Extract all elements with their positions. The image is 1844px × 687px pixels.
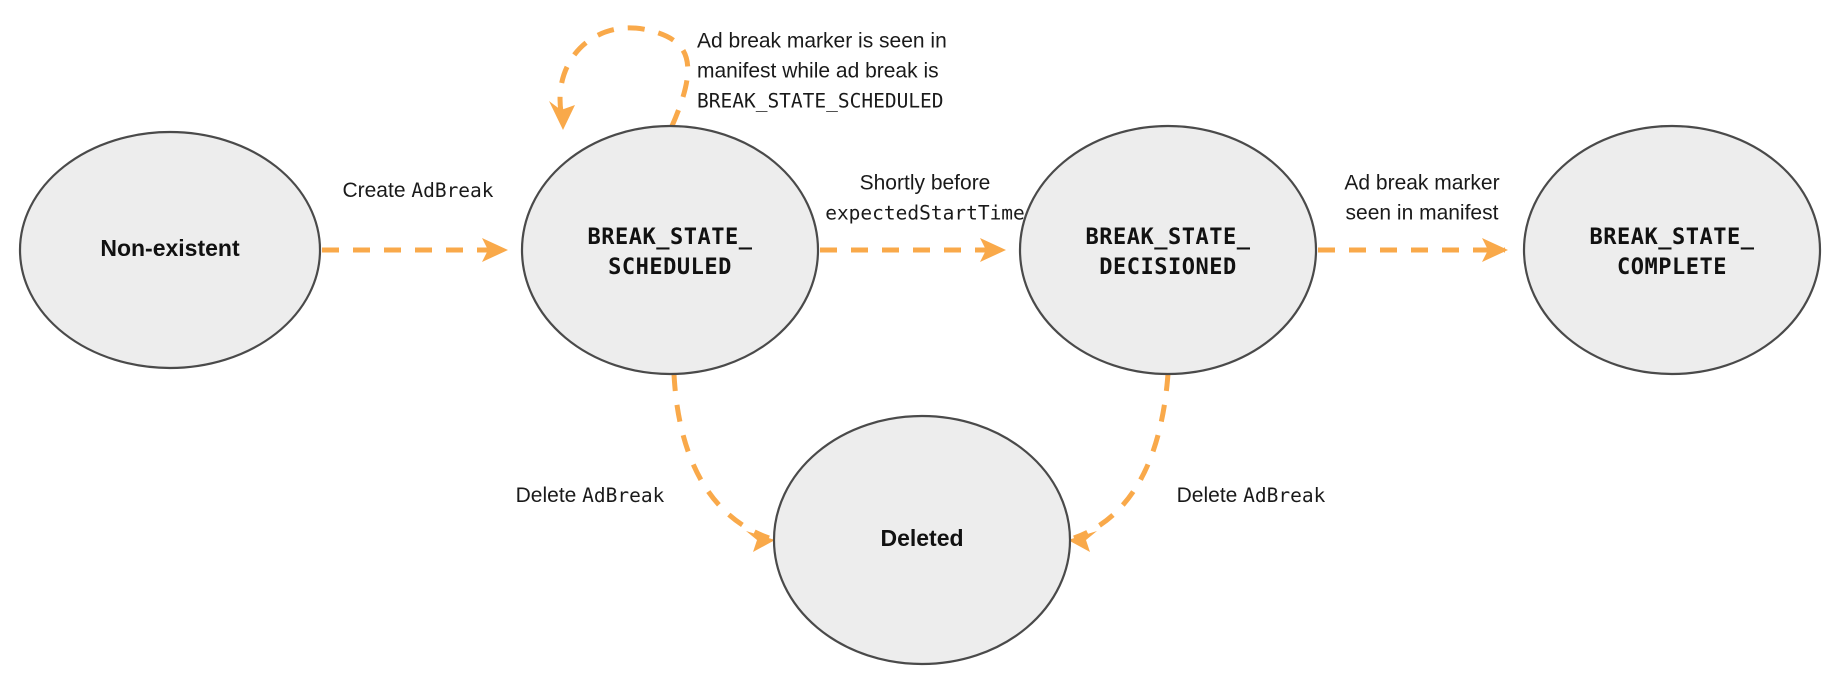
node-break-state-scheduled[interactable]: BREAK_STATE_ SCHEDULED xyxy=(520,124,820,376)
edge-delete-from-scheduled xyxy=(671,373,775,552)
node-break-state-decisioned-shape[interactable] xyxy=(1018,124,1318,376)
edge-label-create-adbreak-plain: Create xyxy=(342,179,411,202)
edge-marker-seen-manifest xyxy=(1318,238,1508,262)
edge-delete-from-decisioned xyxy=(1068,373,1171,552)
edge-label-delete-from-decisioned-plain: Delete xyxy=(1177,484,1244,507)
edge-label-create-adbreak-mono: AdBreak xyxy=(411,179,493,202)
edge-label-marker-seen-manifest-line1: Ad break marker xyxy=(1344,172,1499,195)
node-deleted-label: Deleted xyxy=(880,525,963,551)
edge-label-self-loop-line3: BREAK_STATE_SCHEDULED xyxy=(697,90,944,113)
edge-shortly-before-arrowhead xyxy=(980,238,1006,262)
edge-label-shortly-before-line2: expectedStartTime xyxy=(825,202,1025,225)
edge-create-adbreak xyxy=(322,238,508,262)
node-deleted-shape[interactable] xyxy=(772,414,1072,666)
edge-label-shortly-before: Shortly before expectedStartTime xyxy=(825,172,1025,225)
edge-delete-from-decisioned-path xyxy=(1073,373,1171,541)
node-break-state-scheduled-label-line2: SCHEDULED xyxy=(608,255,732,280)
edge-create-adbreak-arrowhead xyxy=(482,238,508,262)
edge-shortly-before xyxy=(820,238,1006,262)
edge-label-self-loop-line1: Ad break marker is seen in xyxy=(697,30,947,53)
node-non-existent-label: Non-existent xyxy=(100,235,240,261)
edge-label-marker-seen-manifest-line2: seen in manifest xyxy=(1346,202,1499,225)
node-break-state-complete-shape[interactable] xyxy=(1522,124,1822,376)
edge-label-create-adbreak: Create AdBreak xyxy=(342,179,493,202)
edge-delete-from-scheduled-path xyxy=(671,373,770,541)
edge-label-delete-from-decisioned: Delete AdBreak xyxy=(1177,484,1326,507)
node-break-state-decisioned-label-line2: DECISIONED xyxy=(1099,255,1236,280)
edge-label-delete-from-scheduled-plain: Delete xyxy=(516,484,583,507)
node-break-state-decisioned[interactable]: BREAK_STATE_ DECISIONED xyxy=(1018,124,1318,376)
edge-scheduled-self-loop-arrowhead xyxy=(549,101,575,130)
edge-label-marker-seen-manifest: Ad break marker seen in manifest xyxy=(1344,172,1499,225)
node-non-existent-shape[interactable] xyxy=(18,130,322,370)
edge-marker-seen-manifest-arrowhead xyxy=(1482,238,1508,262)
edge-scheduled-self-loop xyxy=(549,25,691,130)
node-break-state-complete-label-line1: BREAK_STATE_ xyxy=(1590,225,1755,250)
edge-label-delete-from-decisioned-mono: AdBreak xyxy=(1243,484,1325,507)
edge-delete-from-scheduled-arrowhead xyxy=(746,531,775,552)
node-deleted[interactable]: Deleted xyxy=(772,414,1072,666)
edge-label-delete-from-scheduled: Delete AdBreak xyxy=(516,484,665,507)
edge-label-self-loop-line2: manifest while ad break is xyxy=(697,60,939,83)
node-break-state-scheduled-label-line1: BREAK_STATE_ xyxy=(588,225,753,250)
edge-scheduled-self-loop-path xyxy=(557,25,691,128)
edge-label-delete-from-scheduled-mono: AdBreak xyxy=(582,484,664,507)
node-non-existent[interactable]: Non-existent xyxy=(18,130,322,370)
node-break-state-complete-label-line2: COMPLETE xyxy=(1617,255,1727,280)
edge-label-scheduled-self-loop: Ad break marker is seen in manifest whil… xyxy=(697,30,947,113)
node-break-state-decisioned-label-line1: BREAK_STATE_ xyxy=(1086,225,1251,250)
edge-delete-from-decisioned-arrowhead xyxy=(1068,531,1097,552)
node-break-state-complete[interactable]: BREAK_STATE_ COMPLETE xyxy=(1522,124,1822,376)
edge-label-shortly-before-line1: Shortly before xyxy=(860,172,991,195)
node-break-state-scheduled-shape[interactable] xyxy=(520,124,820,376)
